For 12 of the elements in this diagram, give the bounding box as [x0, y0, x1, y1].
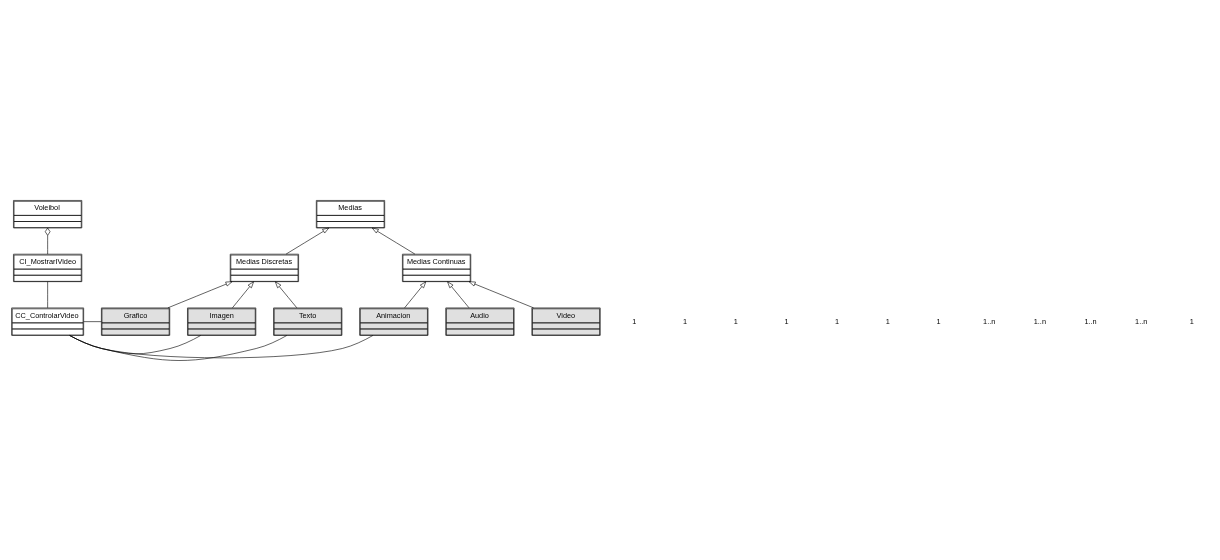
- connector: [47, 280, 48, 308]
- arrow: [167, 280, 233, 308]
- arrow: [404, 280, 427, 308]
- arrow: [371, 227, 416, 254]
- arrow: [232, 280, 254, 308]
- arrow: [285, 227, 330, 254]
- connector: [69, 334, 374, 358]
- arrow: [275, 280, 298, 308]
- connector: [83, 320, 102, 322]
- connector: [44, 227, 51, 254]
- arrow: [447, 280, 470, 308]
- arrow: [468, 280, 534, 308]
